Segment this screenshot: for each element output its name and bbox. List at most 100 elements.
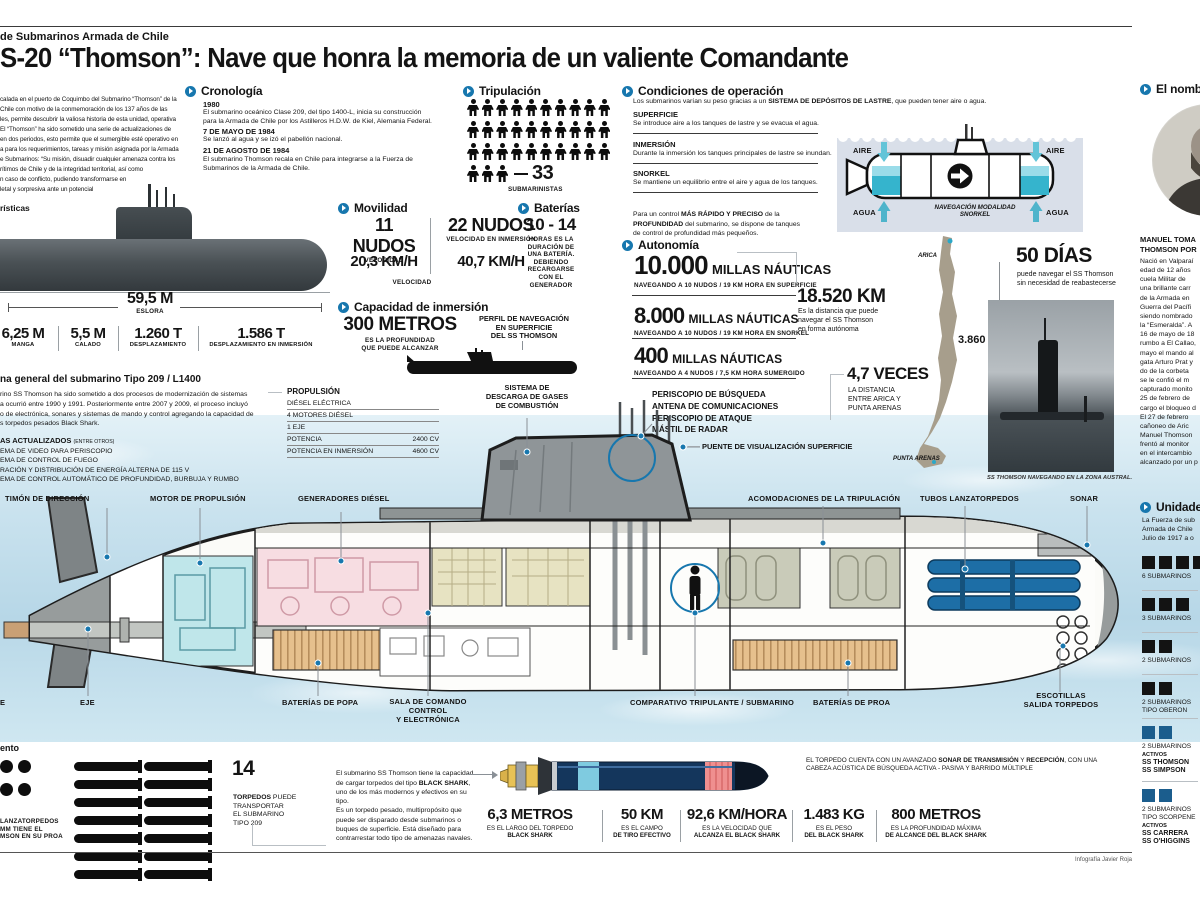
dim-sep [118,326,119,351]
torpedo-count: 14 [232,757,255,780]
unit-group-label: 2 SUBMARINOS [1142,743,1192,750]
entry-sub: NAVEGANDO A 10 NUDOS / 19 KM HORA EN SUP… [634,282,817,289]
perfil-label: PERFIL DE NAVEGACIÓN EN SUPERFICIE DEL S… [478,314,570,341]
sub-superficie-text: Se introduce aire a los tanques de lastr… [633,120,819,127]
sonar-pre: EL TORPEDO CUENTA CON UN AVANZADO [806,757,939,764]
label-generadores: GENERADORES DIÉSEL [298,494,390,503]
fig-icon [569,121,581,138]
crono-text-3: El submarino Thomson recala en Chile par… [203,156,413,173]
armamento-header: ento [0,743,19,753]
section-arrow-icon [622,85,633,97]
speed-surface: 11 NUDOS VELOCIDAD [344,215,424,264]
eslora-label: ESLORA [136,308,164,315]
nombre-bio: Nació en Valparaí edad de 12 años cuela … [1140,258,1198,467]
fig-icon [467,99,479,116]
unit-group-label: 2 SUBMARINOS [1142,657,1192,664]
crew-row [467,99,617,121]
propulsion-row: 1 EJE [287,422,439,434]
dim-value: 1.260 T [134,325,182,342]
esquema-paragraph: rino SS Thomson ha sido sometido a dos p… [0,391,254,428]
entry-value: 8.000 [634,303,685,328]
bs-post: , uno de los más modernos y efectivos en… [336,779,473,843]
sq-icon [1142,598,1155,611]
torpedo-arrow-icon [492,771,498,779]
entry-unit: MILLAS NÁUTICAS [688,312,799,326]
section-arrow-icon [338,202,349,214]
fig-icon [598,121,610,138]
stat-value: 50 KM [620,806,664,823]
unit-group-squares [1142,726,1176,744]
section-title: Autonomía [638,238,699,252]
perfil-silhouette [407,348,577,374]
fig-icon [496,121,508,138]
fig-icon [496,99,508,116]
esquema-heading: na general del submarino Tipo 209 / L140… [0,374,201,385]
torp-icon [74,760,142,773]
sq-icon [1159,640,1172,653]
divider [632,338,796,339]
lead-pre: Los submarinos varían su peso gracias a … [633,98,769,105]
section-el-nombre: El nombre [1140,82,1200,96]
fig-icon [482,99,494,116]
sea-photo [988,300,1114,472]
speed-sep [430,218,431,274]
label-sala-comando: SALA DE COMANDO CONTROL Y ELECTRÓNICA [389,697,467,724]
propulsion-row: DIÉSEL ELÉCTRICA [287,398,439,410]
fig-icon [482,165,494,182]
elbow [252,845,326,846]
fig-icon [496,165,508,182]
stat-d1: ES EL CAMPO [621,825,663,832]
fig-icon [598,143,610,160]
elbow [830,374,831,420]
section-title: Baterías [534,201,580,215]
elbow [796,252,797,283]
portrait-photo [1152,104,1200,216]
caracteristicas-label: rísticas [0,203,30,213]
aire-arrows [877,142,1043,162]
propulsion-key: POTENCIA [287,436,322,443]
fig-icon [511,99,523,116]
entry-sub: NAVEGANDO A 10 NUDOS / 19 KM HORA EN SNO… [634,330,810,337]
leader-dots [84,432,1091,667]
unit-group-label: 2 SUBMARINOS TIPO SCORPENE [1142,806,1196,821]
dim-tick [8,303,9,312]
stat-value: 6,3 METROS [487,806,573,823]
fig-icon [525,143,537,160]
divider [633,163,818,164]
label-escotillas: ESCOTILLAS SALIDA TORPEDOS [1023,691,1099,709]
speed-value: 22 NUDOS [447,215,535,235]
propulsion-value: 4600 CV [412,448,439,455]
torp-icon [74,868,142,881]
kmh-submerged: 40,7 KM/H [457,253,525,270]
stat-d1: ES EL LARGO DEL TORPEDO [486,825,574,832]
note-pre: Para un control [633,211,681,219]
cutaway-diagram [3,400,1119,696]
agua-label-left: AGUA [853,208,876,217]
sub-snorkel: SNORKEL [633,169,670,178]
sq-icon [1159,682,1172,695]
fig-icon [511,121,523,138]
sistemas-title: AS ACTUALIZADOS (ENTRE OTROS) [0,436,114,445]
section-arrow-icon [338,301,349,313]
fig-icon [511,143,523,160]
entry-unit: MILLAS NÁUTICAS [711,262,832,277]
torpedo-leader [468,774,492,775]
crew-row [467,143,617,165]
divider [1142,590,1198,591]
kmh-label: VELOCIDAD [392,279,432,286]
stat-sep [876,810,877,842]
veces-desc: LA DISTANCIA ENTRE ARICA Y PUNTA ARENAS [848,387,902,412]
gases-label: SISTEMA DE DESCARGA DE GASES DE COMBUSTI… [485,383,569,410]
bs-pre: El submarino SS Thomson tiene la capacid… [336,770,474,787]
condiciones-lead: Los submarinos varían su peso gracias a … [633,98,986,105]
crono-date-3: 21 DE AGOSTO DE 1984 [203,146,290,155]
unit-group-names: SS CARRERA SS O'HIGGINS [1142,830,1190,846]
crew-dash [514,173,528,175]
dias-value: 50 DÍAS [1016,244,1092,267]
